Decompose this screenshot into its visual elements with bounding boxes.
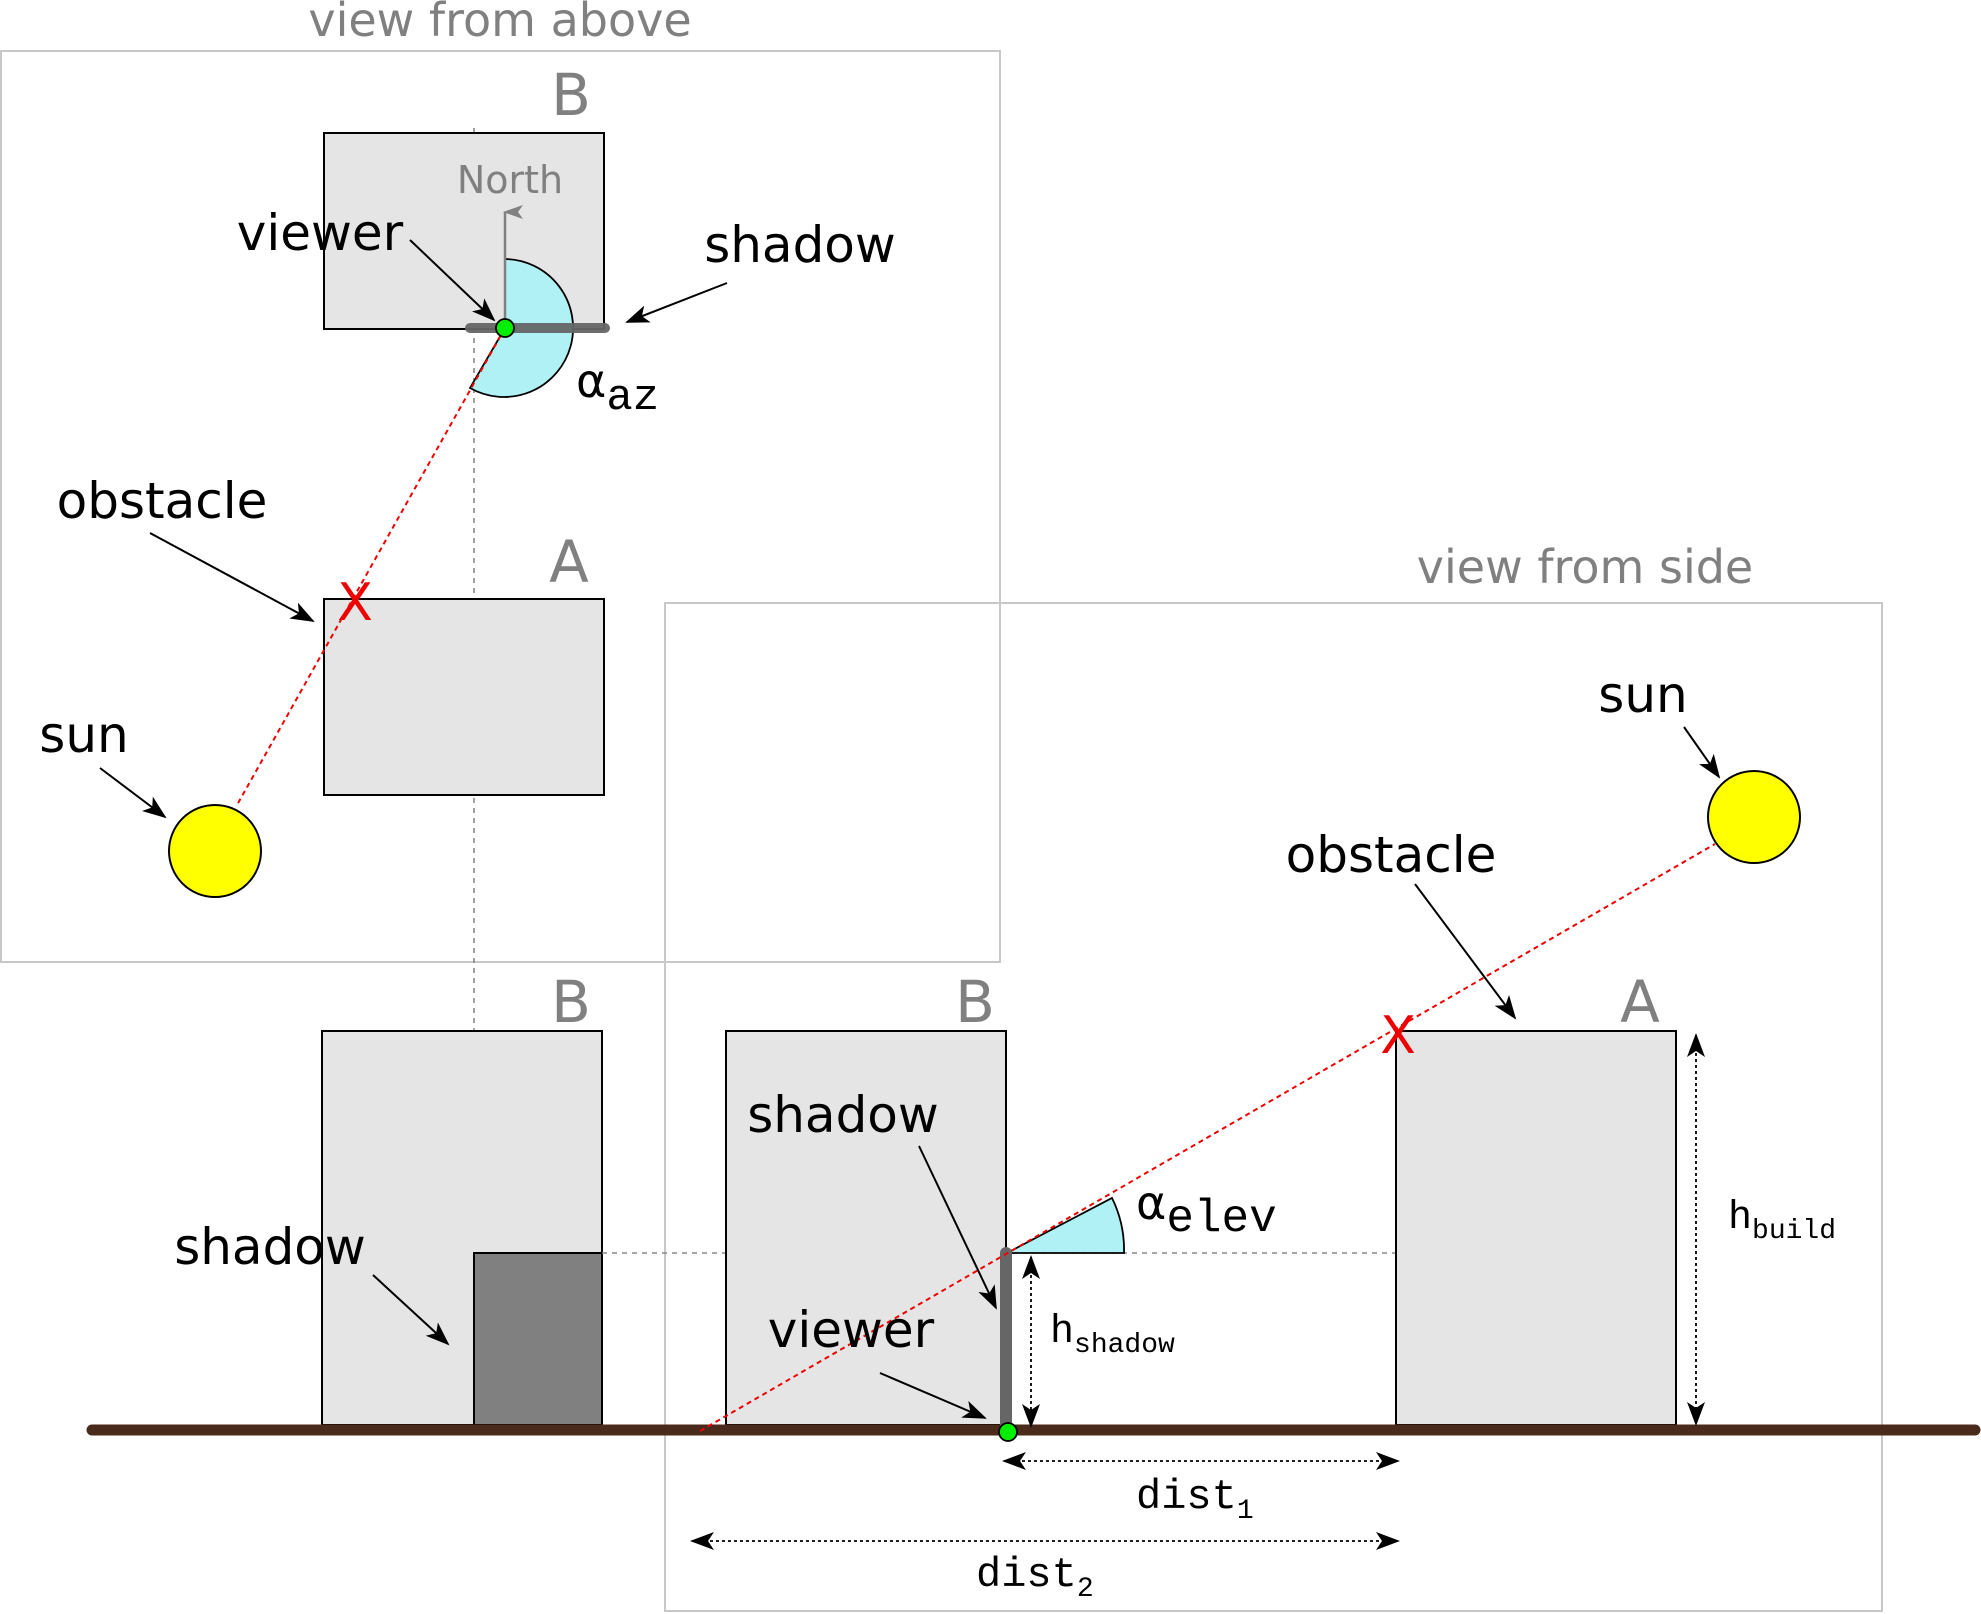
viewer-label-top: viewer [237, 204, 404, 262]
shadow-pointer-left-side [372, 1274, 450, 1346]
h-build-symbol: h [1728, 1196, 1752, 1241]
sun-ray-side [699, 843, 1716, 1432]
dist1-subscript: 1 [1237, 1496, 1254, 1527]
shadow-label-left-side: shadow [174, 1218, 366, 1276]
dist2-symbol: dist [976, 1551, 1077, 1599]
building-b-side-letter: B [955, 968, 995, 1036]
view-from-side-frame [664, 602, 1883, 1612]
viewer-dot-top [495, 318, 515, 338]
obstacle-label-top: obstacle [57, 472, 268, 530]
viewer-label-side: viewer [768, 1301, 935, 1359]
alpha-elev-symbol: α [1136, 1176, 1166, 1230]
dist2-subscript: 2 [1077, 1574, 1094, 1605]
building-a-side-letter: A [1620, 968, 1660, 1036]
h-shadow-subscript: shadow [1074, 1330, 1175, 1361]
sun-ray-top [236, 327, 506, 806]
sun-pointer-side [1683, 726, 1721, 779]
alpha-az-subscript: az [606, 373, 659, 423]
north-label: North [457, 158, 563, 202]
view-from-above-title: view from above [308, 0, 691, 47]
building-a-top-letter: A [549, 528, 589, 596]
shadow-label-top: shadow [704, 216, 896, 274]
building-b-side [725, 1030, 1007, 1426]
sun-pointer-top [99, 767, 167, 819]
alpha-az-label: αaz [576, 354, 659, 423]
building-b-top-letter: B [551, 61, 591, 129]
obstruction-x-top: X [337, 573, 373, 633]
shadow-label-side: shadow [747, 1086, 939, 1144]
h-build-label: hbuild [1728, 1196, 1836, 1247]
shadow-patch-left-side [473, 1252, 603, 1426]
shadow-pointer-top [625, 282, 728, 323]
viewer-dot-side [998, 1422, 1018, 1442]
shadow-pointer-side [918, 1145, 997, 1310]
obstruction-x-side: X [1380, 1006, 1416, 1066]
obstacle-pointer-side [1414, 883, 1517, 1020]
alpha-az-symbol: α [576, 354, 606, 408]
h-shadow-label: hshadow [1050, 1310, 1175, 1361]
h-shadow-symbol: h [1050, 1310, 1074, 1355]
sun-label-side: sun [1598, 666, 1687, 724]
view-from-side-title: view from side [1417, 540, 1753, 594]
building-b-left-side-letter: B [551, 968, 591, 1036]
alpha-elev-label: αelev [1136, 1176, 1277, 1245]
h-build-subscript: build [1752, 1216, 1836, 1247]
view-from-above-frame [0, 50, 1001, 963]
viewer-pointer-top [409, 239, 496, 322]
sun-circle-top [168, 804, 262, 898]
elevation-angle-wedge [1006, 1196, 1125, 1254]
viewer-pointer-side [879, 1372, 987, 1419]
alpha-elev-subscript: elev [1166, 1193, 1276, 1245]
sun-circle-side [1707, 770, 1801, 864]
dist1-label: dist1 [1136, 1473, 1254, 1527]
dist1-symbol: dist [1136, 1473, 1237, 1521]
obstacle-label-side: obstacle [1286, 826, 1497, 884]
obstacle-pointer-top [149, 532, 315, 622]
dist2-label: dist2 [976, 1551, 1094, 1605]
building-a-top [323, 598, 605, 796]
sun-label-top: sun [39, 706, 128, 764]
building-a-side [1395, 1030, 1677, 1426]
